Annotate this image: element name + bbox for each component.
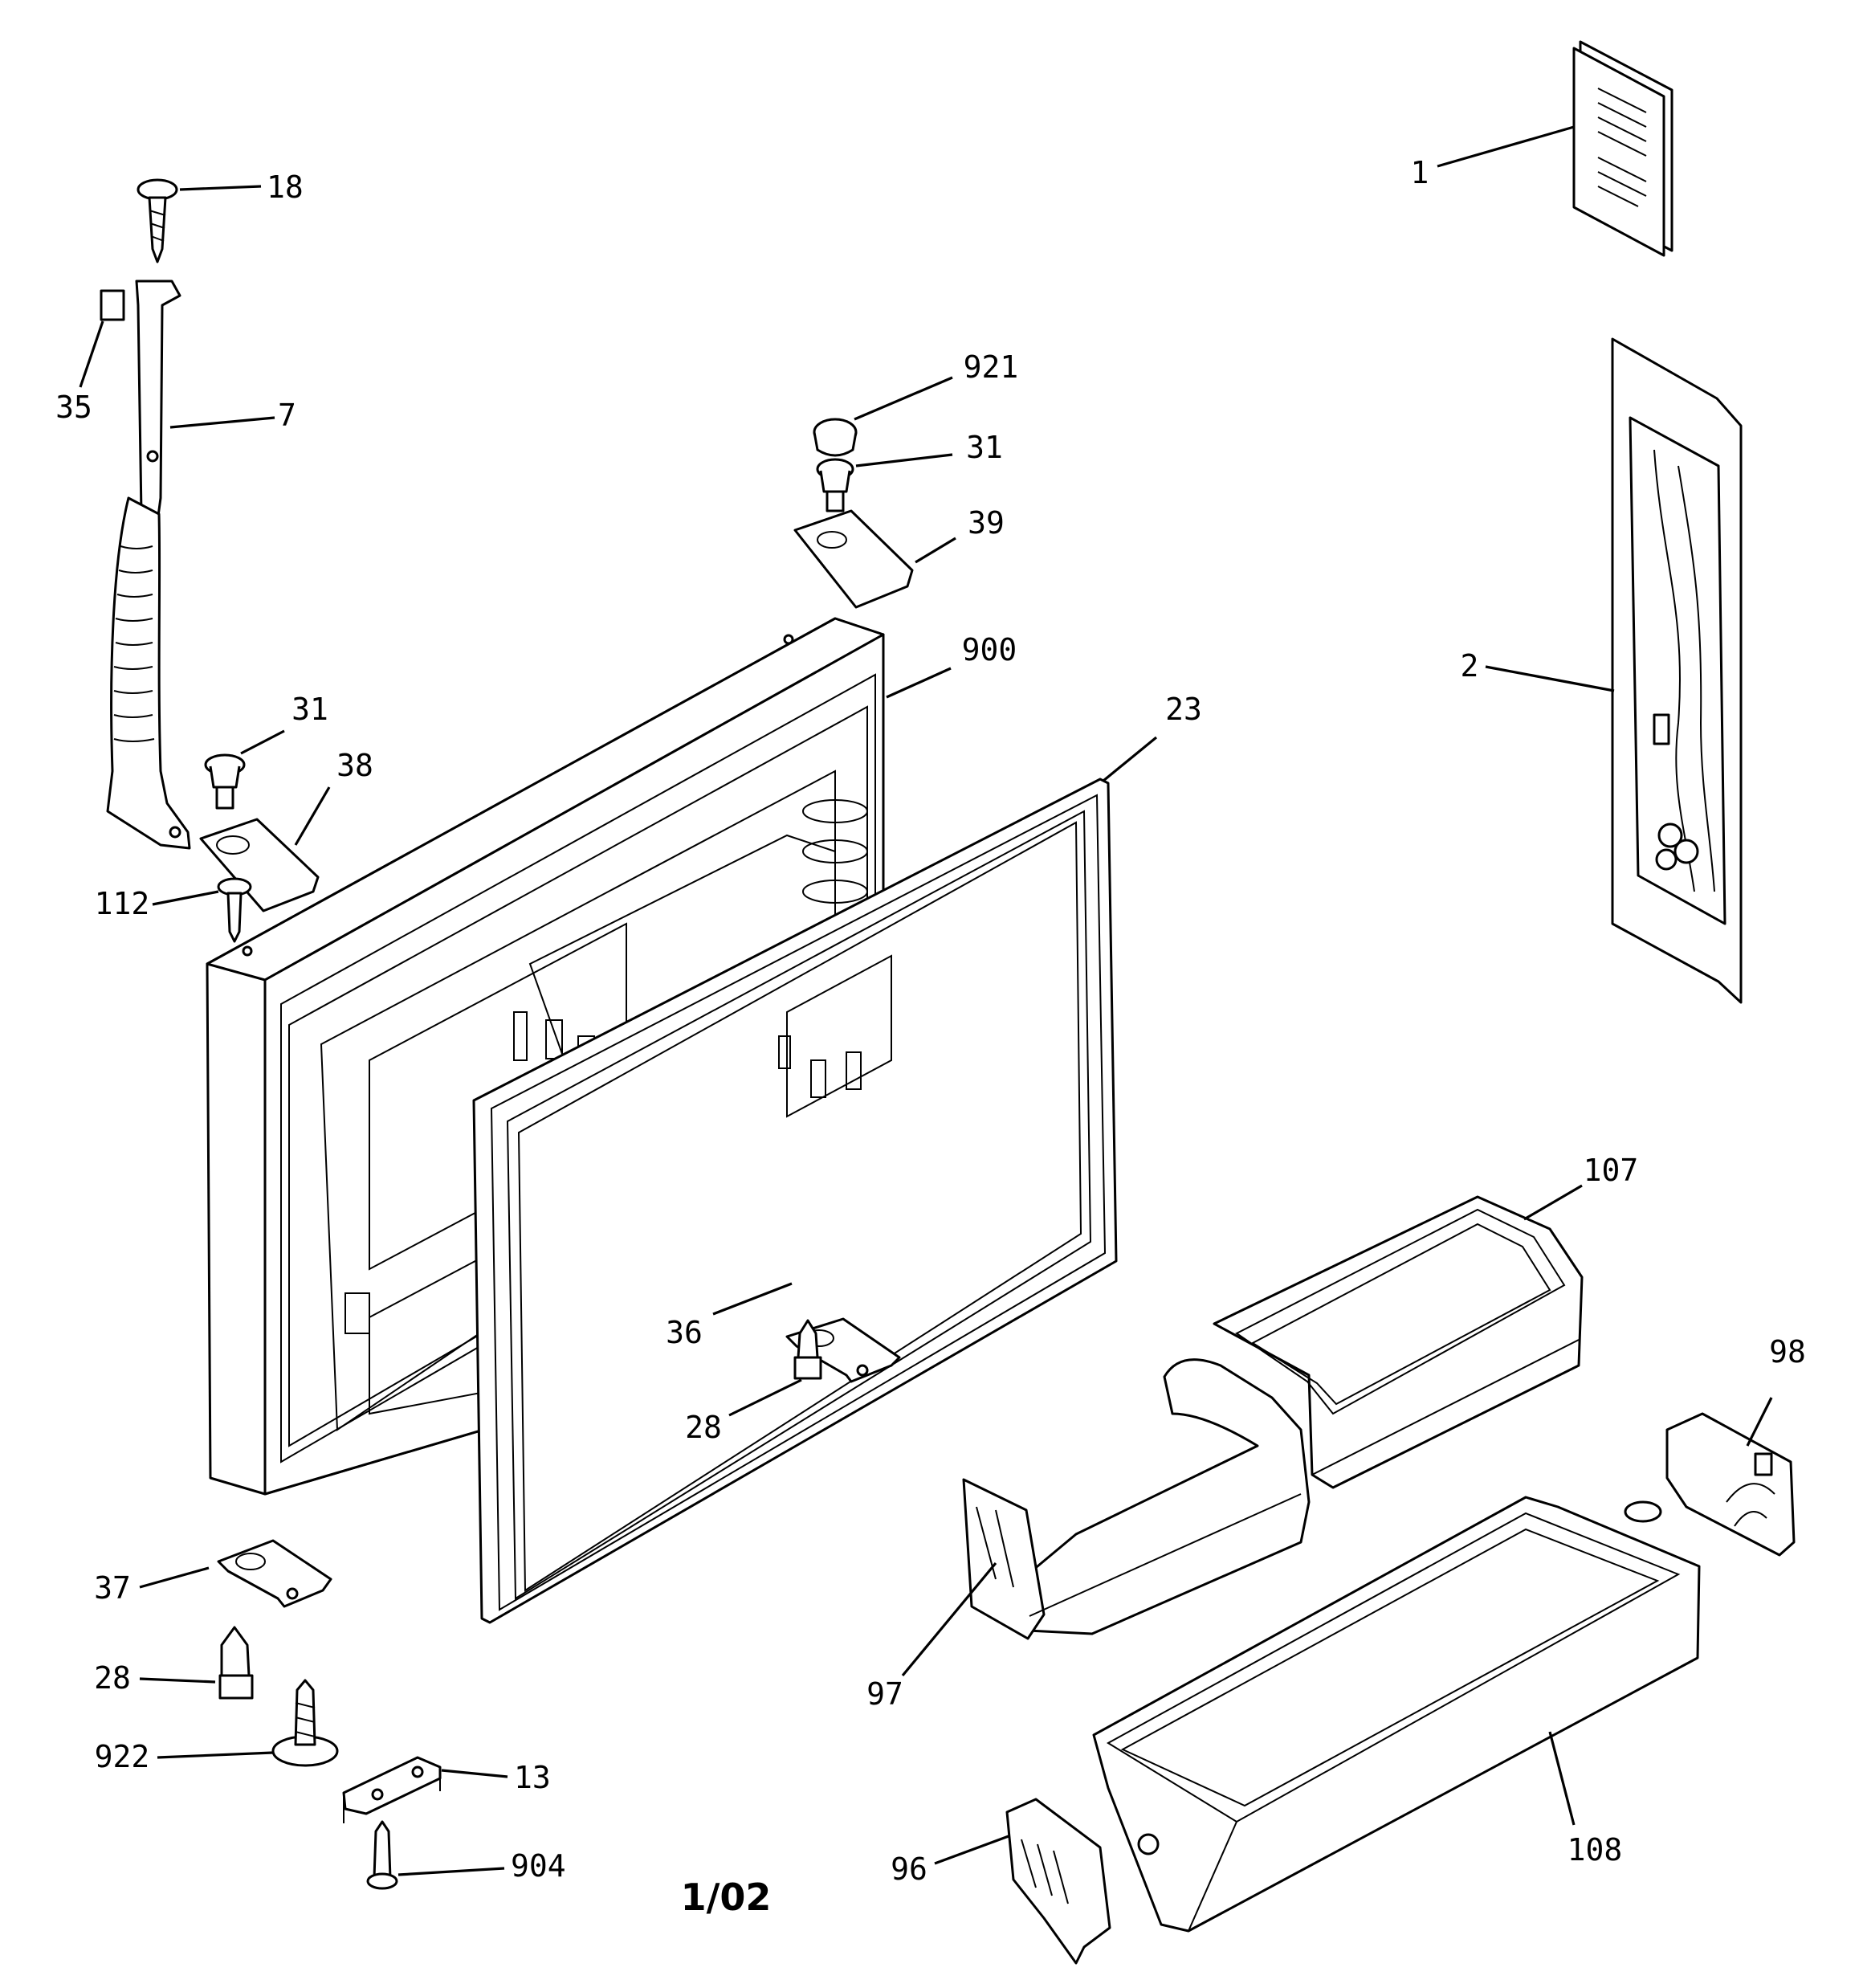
part-bin-end-cap-96 [1005,1798,1111,1965]
callout-38: 38 [336,748,373,783]
part-hinge-plate-38 [199,818,320,912]
part-pivot-pin-28-upper [793,1319,822,1380]
callout-28-lower: 28 [94,1660,131,1696]
callout-31-upper: 31 [966,430,1003,465]
callout-7: 7 [278,398,296,433]
callout-108: 108 [1567,1832,1623,1868]
part-cap-921 [813,418,858,457]
callout-36: 36 [666,1315,703,1350]
part-bin-end-cap-98 [1665,1412,1796,1557]
callout-107: 107 [1584,1153,1639,1188]
callout-904: 904 [511,1848,566,1884]
part-door-handle [1611,337,1743,1004]
callout-921: 921 [964,349,1019,385]
part-stop-bracket-37 [217,1539,332,1608]
callout-labels: 1 2 18 35 7 921 31 39 900 23 31 38 112 1… [55,155,1806,1887]
part-door-shelf-108 [1092,1496,1701,1933]
callout-2: 2 [1461,648,1479,684]
part-door-bin-107 [1213,1195,1584,1489]
callout-13: 13 [514,1760,551,1795]
callout-35: 35 [55,390,92,425]
callout-39: 39 [968,505,1005,541]
part-door-gasket-23 [472,778,1118,1624]
part-hinge-bracket-7 [106,280,191,850]
part-pivot-pin-28-lower [218,1626,254,1700]
part-owner-manual [1572,40,1673,257]
part-bushing-31-upper [816,458,854,512]
callout-23: 23 [1165,692,1202,727]
leader-lines [79,125,1773,1876]
callout-112: 112 [95,886,150,921]
part-bushing-31-lower [204,753,246,810]
callout-98: 98 [1769,1334,1806,1370]
footer-revision-code: 1/02 [681,1876,772,1919]
part-pin-washer-922 [271,1679,339,1767]
part-screw-904 [366,1820,398,1890]
callout-31-lower: 31 [291,692,328,727]
part-hinge-plate-39 [793,509,914,609]
part-screw-112 [217,877,252,943]
part-bracket-13 [342,1756,442,1823]
callout-900: 900 [962,632,1017,667]
callout-96: 96 [891,1851,927,1887]
part-screw-18 [137,178,178,263]
callout-97: 97 [866,1676,903,1712]
part-label-35 [100,289,125,321]
callout-28-upper: 28 [685,1410,722,1445]
callout-922: 922 [95,1739,150,1774]
callout-18: 18 [267,169,304,205]
part-bin-97 [962,1358,1311,1640]
callout-37: 37 [94,1570,131,1606]
callout-1: 1 [1411,155,1429,190]
